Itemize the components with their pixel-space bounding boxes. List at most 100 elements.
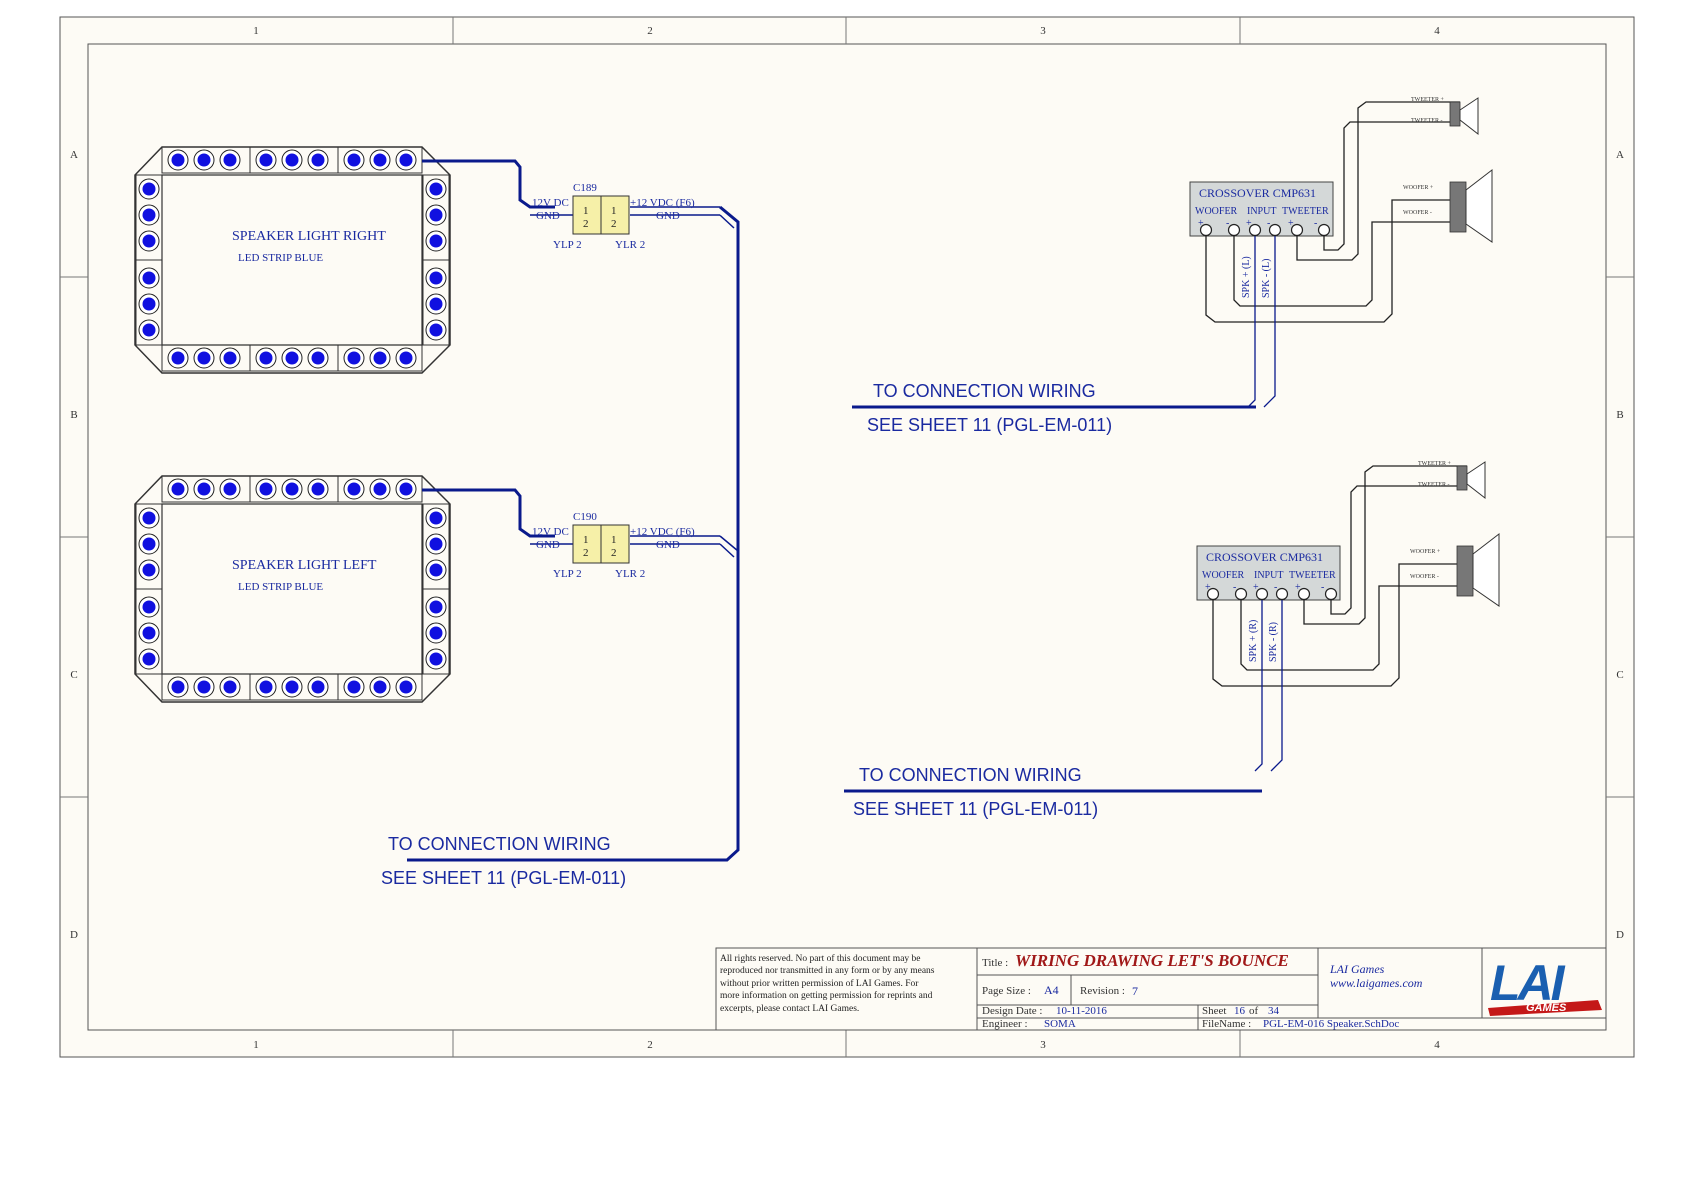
led-dot	[311, 482, 325, 496]
connector-c190: C190 12V DC GND +12 VDC (F6) GND 1 2 1 2…	[422, 488, 720, 580]
connection-label-line2: SEE SHEET 11 (PGL-EM-011)	[381, 868, 626, 888]
company-website: www.laigames.com	[1330, 976, 1423, 990]
sheet-label: Sheet	[1202, 1005, 1226, 1017]
tweeter-plus-sign: +	[1288, 218, 1294, 229]
wire-led-to-connector	[422, 159, 555, 209]
led-dot	[259, 482, 273, 496]
connector-body-right	[600, 524, 630, 564]
led-dot	[347, 680, 361, 694]
sheet-total: 34	[1268, 1005, 1280, 1017]
tweeter-minus-label: TWEETER -	[1418, 482, 1450, 488]
pin-12vdc-label: +12 VDC (F6)	[630, 197, 695, 209]
led-dot	[311, 153, 325, 167]
led-panel-title: SPEAKER LIGHT RIGHT	[232, 229, 386, 244]
crossover-terminal	[1248, 223, 1262, 237]
engineer-value: SOMA	[1044, 1018, 1076, 1030]
col-label-top-3: 3	[1040, 25, 1046, 37]
led-dot	[223, 680, 237, 694]
led-dot	[259, 351, 273, 365]
led-dot	[429, 297, 443, 311]
connector-body-right	[600, 195, 630, 235]
row-label-left-d: D	[70, 929, 78, 941]
copyright-line: more information on getting permission f…	[720, 990, 933, 1001]
spk-plus-label: SPK + (L)	[1241, 256, 1252, 298]
woofer-minus-label: WOOFER -	[1403, 210, 1432, 216]
led-dot	[142, 208, 156, 222]
pin-2-left: 2	[583, 547, 589, 559]
crossover-terminal	[1255, 587, 1269, 601]
zone-labels: 1 2 3 4 1 2 3 4 A B C D A B C D	[70, 25, 1624, 1051]
connector-c189: C189 12V DC GND +12 VDC (F6) GND 1 2 1 2…	[422, 159, 720, 251]
title-block-frame	[715, 947, 1607, 1031]
led-dot	[223, 482, 237, 496]
tweeter-plus-label: TWEETER +	[1418, 461, 1451, 467]
led-dot	[285, 680, 299, 694]
led-panel-subtitle: LED STRIP BLUE	[238, 252, 323, 264]
led-dot	[197, 153, 211, 167]
logo-mark: LAI	[1490, 955, 1566, 1011]
connection-label-line2: SEE SHEET 11 (PGL-EM-011)	[853, 799, 1098, 819]
crossover-terminal	[1324, 587, 1338, 601]
col-label-bottom-4: 4	[1434, 1039, 1440, 1051]
col-label-top-1: 1	[253, 25, 259, 37]
led-frame-outline	[134, 146, 451, 374]
led-dot	[429, 511, 443, 525]
led-dot	[142, 600, 156, 614]
connection-label-line1: TO CONNECTION WIRING	[873, 381, 1096, 401]
woofer-magnet	[1449, 181, 1467, 233]
connector-ref: C189	[573, 182, 597, 194]
led-dot	[429, 537, 443, 551]
wire-led-to-connector	[422, 488, 555, 538]
row-label-left-c: C	[70, 669, 77, 681]
crossover-terminal	[1290, 223, 1304, 237]
led-dot	[347, 351, 361, 365]
crossover-terminal	[1317, 223, 1331, 237]
woofer-minus-label: WOOFER -	[1410, 574, 1439, 580]
sheet-of-label: of	[1249, 1005, 1259, 1017]
led-strip-segment	[422, 259, 450, 346]
speaker-wire	[1205, 199, 1450, 323]
pin-1-left: 1	[583, 205, 589, 217]
connection-label-line1: TO CONNECTION WIRING	[859, 765, 1082, 785]
speaker-wire	[1240, 585, 1457, 671]
connection-label-bottom-left: TO CONNECTION WIRING SEE SHEET 11 (PGL-E…	[381, 834, 626, 888]
led-strip-segment	[422, 588, 450, 675]
crossover-title: CROSSOVER CMP631	[1206, 550, 1323, 564]
crossover-input-label: INPUT	[1254, 570, 1283, 581]
trunk-wire-gnd-top	[719, 214, 735, 229]
led-dot	[142, 563, 156, 577]
led-dot	[142, 234, 156, 248]
led-dot	[311, 351, 325, 365]
connection-label-line1: TO CONNECTION WIRING	[388, 834, 611, 854]
led-dot	[373, 153, 387, 167]
copyright-line: reproduced nor transmitted in any form o…	[720, 965, 935, 976]
led-dot	[142, 511, 156, 525]
crossover-terminal	[1268, 223, 1282, 237]
led-dot	[285, 351, 299, 365]
tweeter-icon	[1466, 461, 1486, 500]
crossover-right-channel: CROSSOVER CMP631 WOOFER INPUT TWEETER + …	[1196, 461, 1500, 772]
connection-label-bottom-right: TO CONNECTION WIRING SEE SHEET 11 (PGL-E…	[844, 765, 1262, 819]
led-dot	[429, 600, 443, 614]
page-size-label: Page Size :	[982, 985, 1031, 997]
led-dot	[429, 323, 443, 337]
tweeter-magnet	[1456, 465, 1468, 491]
company-name: LAI Games	[1329, 962, 1385, 976]
pin-gnd-right-label: GND	[656, 210, 680, 222]
led-strip-segment	[337, 673, 423, 701]
led-dot	[197, 351, 211, 365]
led-dot	[399, 153, 413, 167]
led-dot	[429, 182, 443, 196]
led-dot	[429, 563, 443, 577]
crossover-terminal	[1227, 223, 1241, 237]
copyright-line: without prior written permission of LAI …	[720, 978, 919, 989]
led-dot	[142, 297, 156, 311]
crossover-terminal	[1297, 587, 1311, 601]
zone-dividers	[60, 17, 1634, 1057]
woofer-minus-sign: -	[1233, 582, 1236, 593]
col-label-top-4: 4	[1434, 25, 1440, 37]
led-dot	[373, 351, 387, 365]
led-panel-left: SPEAKER LIGHT LEFT LED STRIP BLUE	[134, 475, 451, 703]
col-label-bottom-3: 3	[1040, 1039, 1046, 1051]
